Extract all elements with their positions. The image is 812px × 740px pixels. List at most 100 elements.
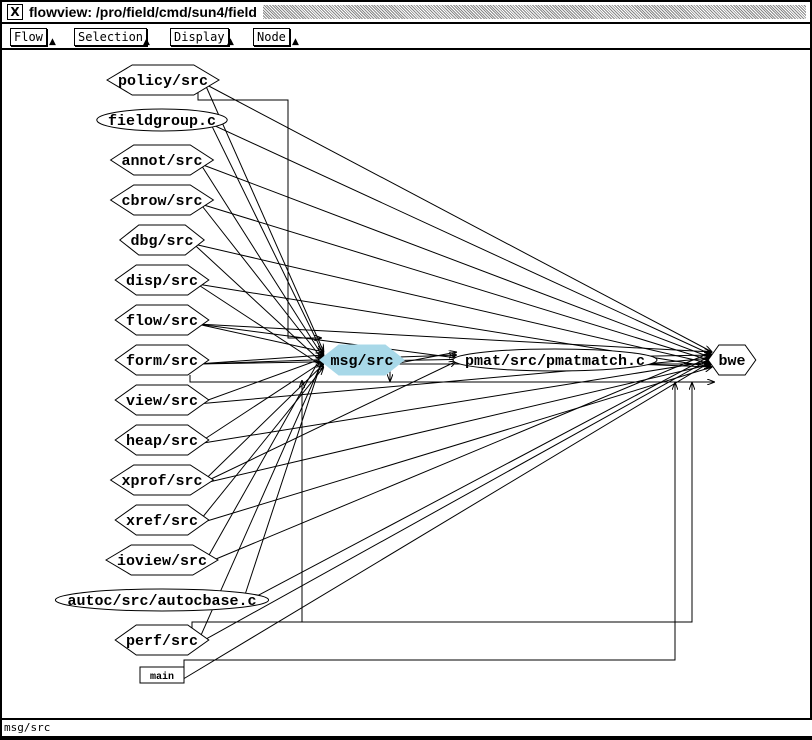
edge-annot-to-bwe: [200, 163, 713, 358]
edge-flow-to-pmat: [197, 323, 457, 358]
node-hexagon-shape: [106, 64, 220, 96]
edge-heap-to-bwe: [197, 361, 712, 445]
node-ellipse-shape: [54, 588, 270, 612]
menu-pin-icon[interactable]: ▲: [143, 37, 150, 47]
edge-dbg-to-bwe: [193, 243, 713, 364]
node-hexagon-shape: [105, 544, 219, 576]
edge-annot-to-msg: [200, 163, 324, 358]
node-label: main: [150, 671, 174, 683]
edge-xref-to-bwe: [196, 367, 712, 525]
graph-node-view[interactable]: view/src: [114, 384, 210, 416]
graph-node-annot[interactable]: annot/src: [109, 144, 215, 176]
edge-fieldgroup-to-msg: [210, 123, 324, 355]
edge-form-route: [189, 375, 715, 382]
edge-view-to-msg: [196, 358, 324, 405]
node-label: ioview/src: [117, 553, 207, 570]
node-label: annot/src: [121, 153, 202, 170]
graph-node-fieldgroup[interactable]: fieldgroup.c: [96, 108, 228, 132]
node-box-shape: [139, 666, 185, 684]
edge-flow-to-bwe: [197, 323, 712, 352]
edge-autoc-to-bwe: [241, 355, 712, 605]
edge-xprof-to-bwe: [200, 364, 713, 485]
node-label: msg/src: [330, 353, 393, 370]
edge-main-to-bwe: [183, 361, 712, 680]
edge-xprof-to-pmat: [200, 361, 457, 485]
graph-node-form[interactable]: form/src: [114, 344, 210, 376]
edge-autoc-to-msg: [241, 355, 324, 605]
edge-cbrow-to-msg: [200, 203, 324, 361]
node-label: disp/src: [126, 273, 198, 290]
menu-pin-icon[interactable]: ▲: [292, 37, 299, 47]
menu-selection-button[interactable]: Selection: [74, 28, 148, 46]
node-label: cbrow/src: [121, 193, 202, 210]
graph-node-xprof[interactable]: xprof/src: [109, 464, 215, 496]
node-label: pmat/src/pmatmatch.c: [465, 353, 645, 370]
node-hexagon-shape: [109, 144, 215, 176]
edge-perf-route: [191, 382, 692, 628]
edge-perf-to-bwe: [196, 358, 712, 645]
graph-node-bwe[interactable]: bwe: [707, 344, 757, 376]
node-label: flow/src: [126, 313, 198, 330]
node-label: policy/src: [118, 73, 208, 90]
graph-node-main[interactable]: main: [139, 666, 185, 684]
edge-policy-to-bwe: [204, 83, 712, 352]
node-hexagon-shape: [318, 344, 406, 376]
edge-heap-to-msg: [196, 361, 324, 445]
graph-svg: policy/src fieldgroup.c annot/src cbrow/src…: [54, 64, 757, 684]
node-hexagon-shape: [114, 264, 210, 296]
graph-node-perf[interactable]: perf/src: [114, 624, 210, 656]
node-label: autoc/src/autocbase.c: [67, 593, 256, 610]
node-label: fieldgroup.c: [108, 113, 216, 130]
graph-node-xref[interactable]: xref/src: [114, 504, 210, 536]
title-bar-stipple: [262, 5, 806, 19]
edge-form-to-msg: [197, 355, 324, 365]
node-label: bwe: [718, 353, 745, 370]
node-label: form/src: [126, 353, 198, 370]
menu-node-button[interactable]: Node: [253, 28, 290, 46]
graph-node-disp[interactable]: disp/src: [114, 264, 210, 296]
window-title: flowview: /pro/field/cmd/sun4/field: [29, 4, 257, 20]
edge-flow-to-msg: [196, 323, 324, 352]
menu-pin-icon[interactable]: ▲: [227, 37, 234, 47]
edge-ioview-to-msg: [203, 352, 324, 565]
node-hexagon-shape: [109, 464, 215, 496]
edge-ioview-to-bwe: [203, 352, 712, 565]
graph-node-policy[interactable]: policy/src: [106, 64, 220, 96]
graph-node-heap[interactable]: heap/src: [114, 424, 210, 456]
graph-node-flow[interactable]: flow/src: [114, 304, 210, 336]
edge-xref-to-msg: [196, 367, 324, 525]
node-label: heap/src: [126, 433, 198, 450]
edge-main-route: [183, 382, 675, 667]
node-hexagon-shape: [114, 504, 210, 536]
edge-cbrow-to-bwe: [200, 203, 713, 361]
edge-policy-route: [197, 88, 322, 338]
node-ellipse-shape: [96, 108, 228, 132]
title-bar[interactable]: X flowview: /pro/field/cmd/sun4/field: [2, 2, 810, 22]
node-label: xprof/src: [121, 473, 202, 490]
menu-flow-button[interactable]: Flow: [10, 28, 47, 46]
node-hexagon-shape: [109, 184, 215, 216]
menubar: Flow ▲ Selection ▲ Display ▲ Node ▲: [2, 24, 810, 48]
node-hexagon-shape: [118, 224, 206, 256]
graph-node-autoc[interactable]: autoc/src/autocbase.c: [54, 588, 270, 612]
edge-policy-to-msg: [204, 83, 324, 352]
node-label: perf/src: [126, 633, 198, 650]
graph-node-ioview[interactable]: ioview/src: [105, 544, 219, 576]
menu-pin-icon[interactable]: ▲: [49, 37, 56, 47]
x-logo-icon[interactable]: X: [7, 4, 23, 20]
graph-node-dbg[interactable]: dbg/src: [118, 224, 206, 256]
node-hexagon-shape: [114, 304, 210, 336]
graph-node-msg[interactable]: msg/src: [318, 344, 406, 376]
edge-perf-msg-route: [192, 380, 302, 623]
node-hexagon-shape: [114, 344, 210, 376]
graph-canvas[interactable]: policy/src fieldgroup.c annot/src cbrow/src…: [2, 50, 810, 718]
graph-node-pmat[interactable]: pmat/src/pmatmatch.c: [452, 348, 658, 372]
status-bar: msg/src: [2, 720, 812, 736]
graph-node-cbrow[interactable]: cbrow/src: [109, 184, 215, 216]
menu-display-button[interactable]: Display: [170, 28, 229, 46]
node-hexagon-shape: [114, 424, 210, 456]
node-label: view/src: [126, 393, 198, 410]
node-label: xref/src: [126, 513, 198, 530]
edge-fieldgroup-to-bwe: [210, 123, 712, 355]
